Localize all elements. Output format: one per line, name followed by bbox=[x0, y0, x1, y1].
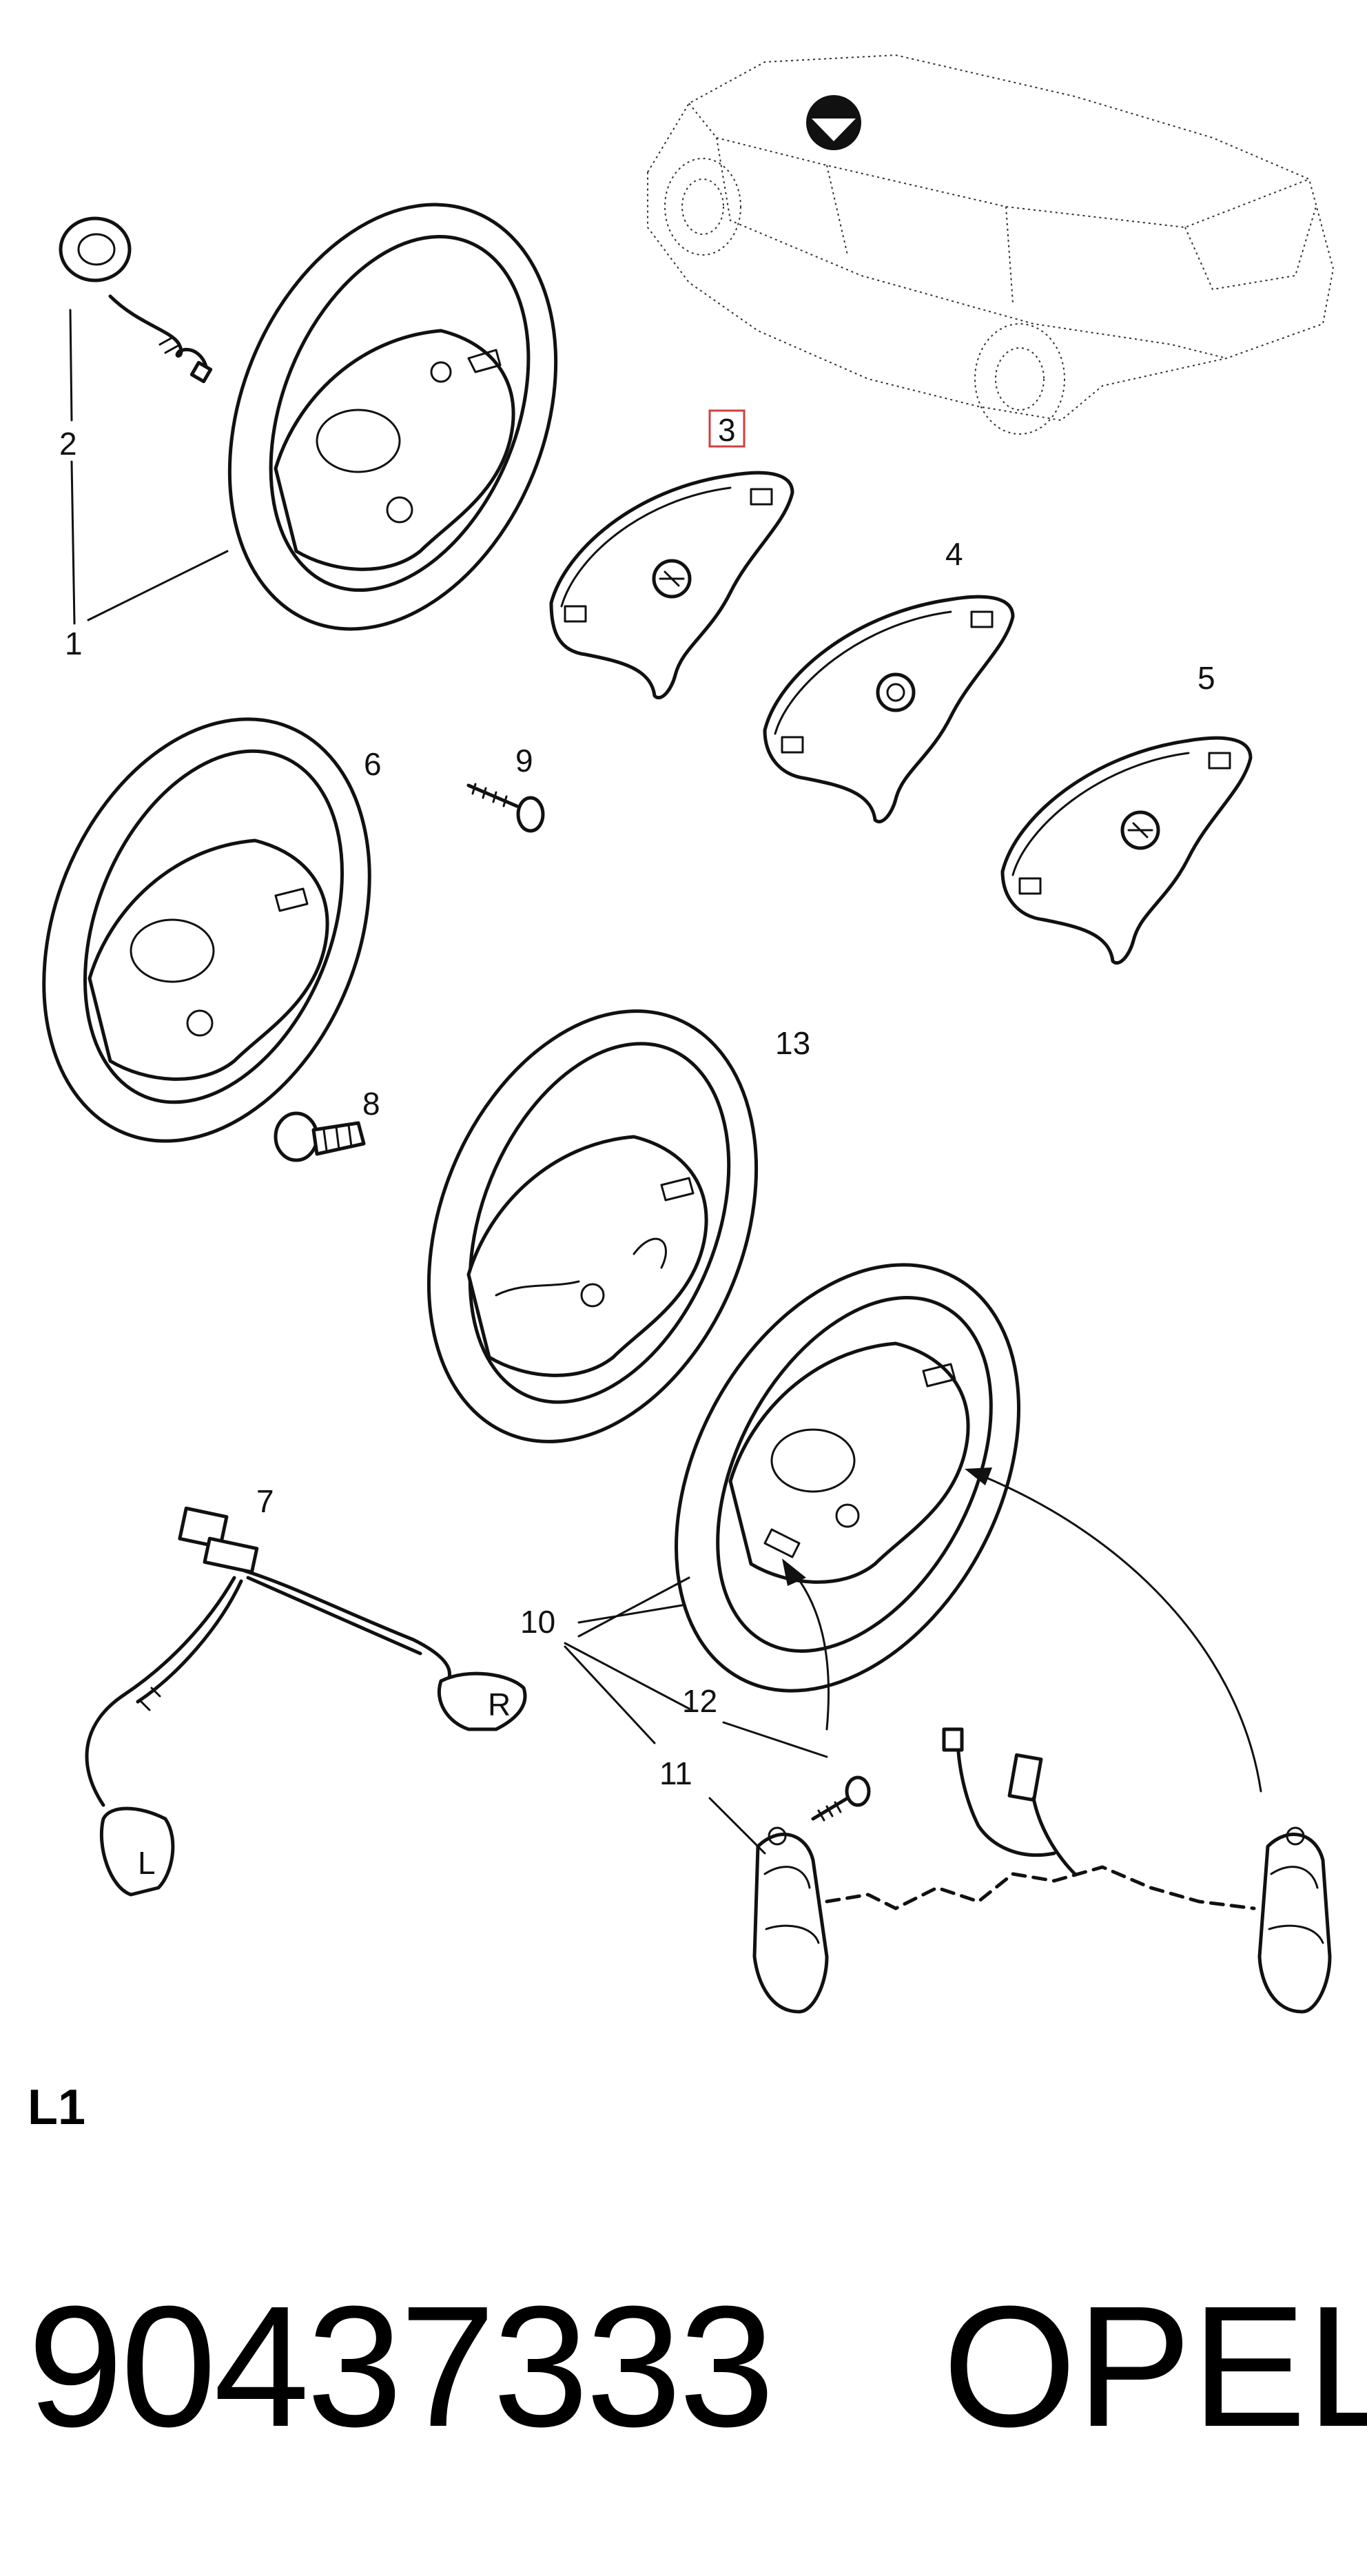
part-10-steering-wheel bbox=[675, 1263, 1020, 1693]
callout-1: 1 bbox=[65, 626, 83, 661]
callout-11: 11 bbox=[659, 1755, 692, 1791]
brand-name: OPEL bbox=[943, 2270, 1367, 2462]
callout-8: 8 bbox=[362, 1086, 380, 1122]
part-7-switch-harness: R L bbox=[85, 1506, 527, 1897]
callout-9: 9 bbox=[515, 743, 533, 779]
callout-2: 2 bbox=[59, 426, 77, 462]
diagram-id: L1 bbox=[28, 2080, 86, 2135]
callout-6: 6 bbox=[364, 746, 382, 782]
assembly-arrows bbox=[782, 1467, 1262, 1793]
leader-lines bbox=[69, 309, 828, 1855]
part-13-steering-wheel bbox=[426, 1009, 759, 1443]
callout-10: 10 bbox=[520, 1604, 555, 1640]
callouts: 1 2 3 4 5 6 7 8 9 10 11 12 13 bbox=[59, 409, 1215, 1791]
callout-13: 13 bbox=[775, 1025, 810, 1061]
callout-3: 3 bbox=[718, 412, 736, 448]
callout-4: 4 bbox=[945, 536, 963, 572]
part-2-clock-spring bbox=[59, 216, 213, 384]
callout-7: 7 bbox=[256, 1483, 274, 1519]
callout-5: 5 bbox=[1198, 660, 1215, 696]
part-12-screw bbox=[811, 1775, 871, 1822]
part-3-airbag-module bbox=[549, 471, 794, 699]
part-number: 90437333 bbox=[28, 2270, 774, 2462]
part-4-airbag-module bbox=[763, 595, 1015, 823]
part-5-airbag-module bbox=[1000, 736, 1253, 965]
callout-12: 12 bbox=[682, 1683, 717, 1719]
part-11-remote-switches bbox=[752, 1727, 1332, 2014]
part-6-steering-wheel bbox=[42, 717, 371, 1143]
car-illustration bbox=[647, 54, 1335, 435]
part-8-bolt bbox=[274, 1111, 366, 1162]
callout-3-highlight bbox=[708, 409, 746, 448]
switch-letter-r: R bbox=[488, 1687, 511, 1722]
part-1-steering-wheel bbox=[227, 203, 558, 631]
part-9-screw bbox=[466, 783, 545, 833]
switch-letter-l: L bbox=[138, 1845, 156, 1881]
